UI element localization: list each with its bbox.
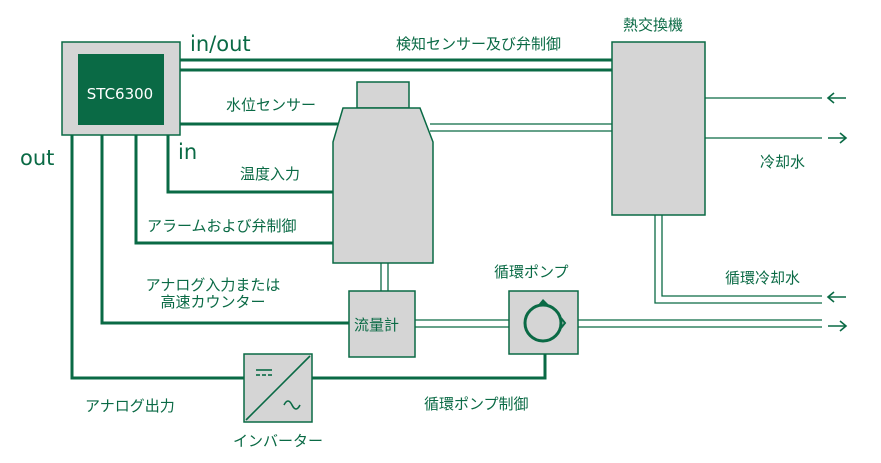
label-pump-control: 循環ポンプ制御	[424, 395, 529, 413]
label-temperature-input: 温度入力	[240, 165, 301, 183]
heat-exchanger-box	[611, 41, 706, 216]
label-sensor-valve-control: 検知センサー及び弁制御	[396, 35, 562, 53]
link-alarm	[134, 135, 333, 245]
arrow-in-circulation	[826, 291, 846, 303]
flow-meter-box	[348, 290, 416, 358]
link-out	[70, 135, 244, 380]
tank-top	[356, 81, 410, 109]
tank-body	[332, 107, 434, 264]
label-flow-meter: 流量計	[354, 316, 400, 334]
label-analog-input-line1: アナログ入力または	[145, 276, 281, 294]
label-out: out	[20, 146, 55, 170]
arrow-in-cooling	[826, 92, 846, 104]
label-alarm-valve-control: アラームおよび弁制御	[147, 217, 297, 235]
label-cooling-water: 冷却水	[760, 153, 806, 171]
label-circulation-cooling-water: 循環冷却水	[725, 269, 801, 287]
label-heat-exchanger: 熱交換機	[623, 16, 684, 34]
label-in: in	[178, 140, 198, 164]
arrow-out-circulation	[828, 320, 848, 332]
label-analog-output: アナログ出力	[85, 397, 175, 415]
arrow-out-cooling	[828, 132, 848, 144]
inverter-symbol-icon	[245, 355, 311, 421]
label-analog-input: アナログ入力または 高速カウンター	[125, 278, 301, 310]
label-circulation-pump: 循環ポンプ	[494, 263, 569, 281]
link-analog-input	[100, 135, 349, 325]
controller-label: STC6300	[86, 85, 154, 103]
label-water-level-sensor: 水位センサー	[226, 96, 317, 114]
link-temperature	[166, 135, 333, 194]
controller-display	[78, 54, 164, 125]
label-in-out: in/out	[190, 32, 251, 56]
label-analog-input-line2: 高速カウンター	[160, 293, 266, 311]
link-pump-control	[312, 354, 547, 380]
label-inverter: インバーター	[233, 432, 324, 450]
pump-symbol-icon	[523, 299, 567, 343]
